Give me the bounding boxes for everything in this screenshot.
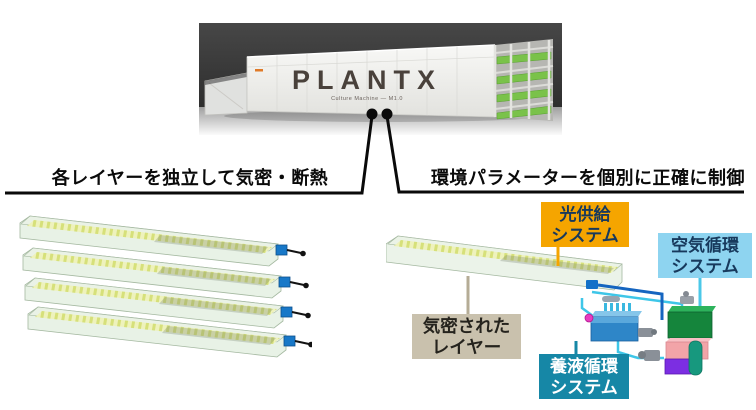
green-unit — [667, 311, 713, 339]
label-airtight-layer: 気密された レイヤー — [412, 314, 521, 359]
teal-cylinder — [688, 340, 703, 376]
label-air-circulation-system: 空気循環 システム — [658, 233, 752, 278]
label-light-supply-line2: システム — [551, 225, 619, 245]
magenta-sensor — [584, 313, 594, 323]
motor — [680, 296, 694, 304]
air-equipment-stack — [638, 291, 716, 376]
plantx-machine-photo: PLANTX Culture Machine — M1.0 — [199, 23, 562, 135]
plantx-logo: PLANTX — [292, 65, 442, 95]
label-air-circulation-line2: システム — [671, 256, 739, 276]
heading-right: 環境パラメーターを個別に正確に制御 — [431, 168, 745, 188]
label-airtight-line2: レイヤー — [431, 336, 502, 357]
orange-detail — [255, 69, 263, 72]
purple-unit — [664, 358, 692, 375]
label-nutrient-line2: システム — [550, 377, 618, 397]
label-light-supply-system: 光供給 システム — [541, 202, 629, 247]
label-airtight-line1: 気密された — [422, 315, 511, 336]
systems-diagram — [386, 235, 716, 376]
label-light-supply-line1: 光供給 — [559, 204, 611, 224]
airtight-layer — [386, 235, 623, 291]
heading-left: 各レイヤーを独立して気密・断熱 — [51, 168, 329, 188]
stacked-layers-diagram — [19, 215, 312, 358]
pipe-valve — [586, 280, 598, 289]
container-body: PLANTX Culture Machine — M1.0 — [246, 44, 496, 118]
pump — [638, 328, 653, 337]
container-left-unit — [204, 72, 248, 116]
label-nutrient-line1: 養液循環 — [550, 356, 618, 376]
label-air-circulation-line1: 空気循環 — [671, 235, 739, 255]
plantx-caption: Culture Machine — M1.0 — [331, 96, 403, 102]
container-grow-rack — [493, 39, 554, 121]
pump-2 — [644, 350, 660, 361]
label-nutrient-circulation-system: 養液循環 システム — [539, 354, 629, 399]
nutrient-tank — [584, 296, 657, 342]
